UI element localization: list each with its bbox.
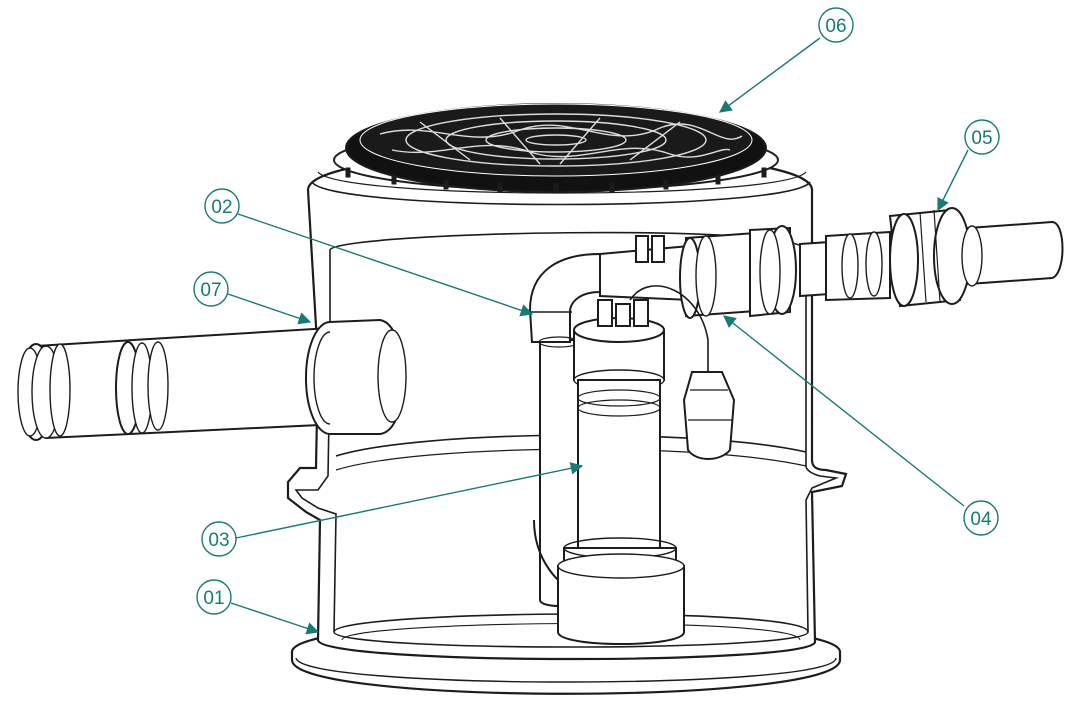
leader-03 — [235, 462, 584, 539]
leader-06 — [718, 37, 821, 113]
leader-05 — [937, 149, 969, 212]
discharge-pipe — [528, 235, 691, 607]
callout-02: 02 — [204, 188, 240, 224]
callout-01: 01 — [196, 579, 232, 615]
callout-03: 03 — [201, 521, 237, 557]
callout-02-label: 02 — [211, 197, 232, 218]
inlet-pipe — [17, 318, 407, 441]
leader-01 — [230, 602, 320, 635]
callout-07-label: 07 — [200, 280, 221, 301]
callout-leaders — [227, 37, 969, 635]
callout-05: 05 — [964, 119, 1000, 155]
leader-02 — [237, 213, 534, 317]
outlet-coupling — [888, 207, 1064, 308]
callouts: 01 02 03 04 05 06 07 — [193, 7, 1000, 615]
callout-06: 06 — [818, 7, 854, 43]
manhole-cover — [333, 103, 779, 194]
callout-01-label: 01 — [203, 588, 224, 609]
callout-03-label: 03 — [208, 530, 229, 551]
float-switch — [682, 371, 736, 460]
callout-06-label: 06 — [825, 16, 846, 37]
callout-05-label: 05 — [971, 128, 992, 149]
callout-04-label: 04 — [970, 509, 992, 530]
leader-04 — [723, 315, 965, 507]
submersible-pump — [557, 285, 709, 645]
callout-04: 04 — [963, 500, 999, 536]
leader-07 — [227, 293, 312, 325]
callout-07: 07 — [193, 271, 229, 307]
check-valve — [679, 225, 891, 319]
